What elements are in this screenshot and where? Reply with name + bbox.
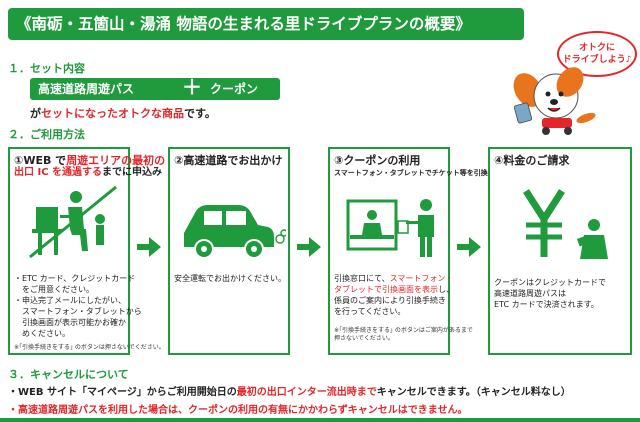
step-1-note-line: ※｢引換手続きをする｣ のボタンは押さないでください。 <box>14 344 165 351</box>
step-1-note: ※｢引換手続きをする｣ のボタンは押さないでください。 <box>14 344 165 352</box>
step-1-body: ・ETC カード、クレジットカード をご用意ください。 ・申込完了メールにしたが… <box>14 273 142 339</box>
cancel-line-1-highlight: 最初の出口インター流出時まで <box>236 387 377 398</box>
step-1-body-line: めください。 <box>14 329 70 338</box>
computer-user-icon <box>29 185 117 259</box>
arrow-right-icon <box>137 237 161 257</box>
step-1-body-line: スマートフォン・タブレットから <box>14 307 142 316</box>
step-1-title: ①WEB で周遊エリアの最初の <box>14 152 165 168</box>
step-4-body-line: ETC カードで決済されます。 <box>494 300 599 309</box>
step-3-panel: ③クーポンの利用 スマートフォン・タブレットでチケット等を引換え 引換窓口にて、… <box>328 147 495 355</box>
step-4-body-line: クーポンはクレジットカードで <box>494 278 606 287</box>
step-1-title-highlight: 周遊エリアの最初の <box>66 154 166 167</box>
step-3-body-mid: し、 <box>438 285 454 294</box>
arrow-right-icon <box>297 237 321 257</box>
section-heading-cancel: ３．キャンセルについて <box>8 368 129 381</box>
step-3-subtitle: スマートフォン・タブレットでチケット等を引換え <box>334 169 495 177</box>
section-heading-set: １．セット内容 <box>8 62 85 75</box>
step-4-body-line: 高速道路周遊パスは <box>494 289 566 298</box>
cancel-line-1-pre: ・WEB サイト「マイページ」からご利用開始日の <box>8 387 237 398</box>
step-2-title: ②高速道路でお出かけ <box>174 154 283 167</box>
arrow-right-icon <box>457 237 481 257</box>
step-1-body-line: ・申込完了メールにしたがい、 <box>14 296 126 305</box>
set-desc-highlight: セットになったオトクな商品 <box>41 107 184 120</box>
step-3-body: 引換窓口にて、スマートフォン・ タブレットで引換画面を表示し、 係員のご案内によ… <box>334 273 454 317</box>
set-description: がセットになったオトクな商品です。 <box>30 105 216 121</box>
step-3-note-line: ※｢引換手続きをする｣ のボタンはご案内があるまで <box>334 327 473 334</box>
page-title: 《南砺・五箇山・湯涌 物語の生まれる里ドライブプランの概要》 <box>8 8 524 40</box>
step-1-panel: ①WEB で周遊エリアの最初の 出口 IC を通過するまでに申込み ・ETC カ… <box>8 147 165 355</box>
step-2-body-line: 安全運転でお出かけください。 <box>174 274 286 283</box>
step-1-body-line: ・ETC カード、クレジットカード <box>14 274 136 283</box>
step-3-body-pre: 引換窓口にて、 <box>334 274 390 283</box>
speech-bubble-line2: ドライブしよう♪ <box>562 55 632 65</box>
pass-label: 高速道路周遊パス <box>38 82 135 96</box>
step-4-title: ④料金のご請求 <box>494 154 570 167</box>
step-3-body-line: を行ってください。 <box>334 307 406 316</box>
step-1-title-num: ①WEB で <box>14 154 67 167</box>
step-2-body: 安全運転でお出かけください。 <box>174 273 286 284</box>
ticket-counter-icon <box>346 199 434 257</box>
cancel-line-1-post: キャンセルできます。（キャンセル料なし） <box>376 387 571 398</box>
coupon-label: クーポン <box>210 82 259 96</box>
step-3-body-highlight1: スマートフォン・ <box>389 274 454 283</box>
step-3-body-line: 係員のご案内により引換手続き <box>334 296 446 305</box>
speech-bubble-line1: オトクに <box>578 43 615 53</box>
step-3-note: ※｢引換手続きをする｣ のボタンはご案内があるまで 押さないでください。 <box>334 327 473 343</box>
step-1-subtitle: 出口 IC を通過するまでに申込み <box>14 167 162 179</box>
set-contents-box: 高速道路周遊パス ＋ クーポン <box>30 75 280 100</box>
dog-mascot-icon <box>513 67 596 135</box>
step-4-panel: ④料金のご請求 クーポンはクレジットカードで 高速道路周遊パスは ETC カード… <box>488 147 632 355</box>
step-1-sub-highlight: 出口 IC を通過する <box>14 167 103 178</box>
cancel-line-1: ・WEB サイト「マイページ」からご利用開始日の最初の出口インター流出時までキャ… <box>8 383 571 398</box>
set-desc-post: です。 <box>184 107 216 120</box>
section-heading-usage: ２．ご利用方法 <box>8 128 85 141</box>
step-3-note-line: 押さないでください。 <box>334 335 394 342</box>
step-2-panel: ②高速道路でお出かけ 安全運転でお出かけください。 <box>168 147 290 355</box>
set-desc-pre: が <box>30 107 41 120</box>
car-icon <box>184 205 286 259</box>
yen-payment-icon <box>523 189 608 259</box>
step-3-title: ③クーポンの利用 <box>334 154 421 167</box>
step-4-body: クーポンはクレジットカードで 高速道路周遊パスは ETC カードで決済されます。 <box>494 277 627 310</box>
step-1-sub-post: までに申込み <box>102 167 163 178</box>
cancel-line-2: ・高速道路周遊パスを利用した場合は、クーポンの利用の有無にかかわらずキャンセルは… <box>8 405 468 416</box>
step-3-body-highlight2: タブレットで引換画面を表示 <box>334 285 438 294</box>
bottom-rule <box>0 418 640 422</box>
step-1-body-line: をご用意ください。 <box>14 285 94 294</box>
step-1-body-line: 引換画面が表示可能かお確か <box>14 318 126 327</box>
plus-icon: ＋ <box>182 75 202 99</box>
